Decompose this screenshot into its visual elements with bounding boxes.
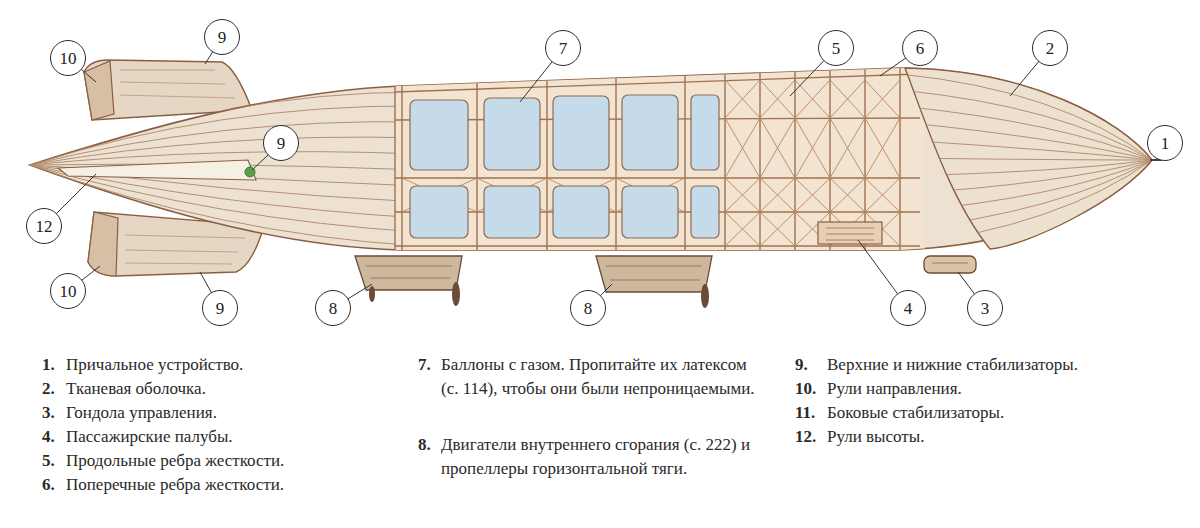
engine-gondola <box>596 256 712 308</box>
item-description: Двигатели внутреннего сгорания (с. 222) … <box>441 433 759 481</box>
gas-cells <box>410 95 719 238</box>
callout-number: 2 <box>1046 40 1055 57</box>
callout-circle: 9 <box>263 125 299 161</box>
item-number: 3. <box>42 401 55 425</box>
callout-number: 5 <box>832 40 841 57</box>
item-number: 12. <box>795 425 816 449</box>
item-number: 8. <box>418 433 431 457</box>
callout-circle: 7 <box>545 30 581 66</box>
callout-circle: 5 <box>818 30 854 66</box>
item-description: Тканевая оболочка. <box>66 377 386 401</box>
callout-number: 9 <box>277 135 286 152</box>
item-number: 10. <box>795 377 816 401</box>
callout-circle: 10 <box>50 273 86 309</box>
callout-number: 9 <box>216 300 225 317</box>
item-description: Гондола управления. <box>66 401 386 425</box>
item-description: Пассажирские палубы. <box>66 425 386 449</box>
callout-number: 3 <box>981 300 990 317</box>
callout-number: 7 <box>559 40 568 57</box>
nose-ribs <box>900 74 1152 246</box>
item-description: Причальное устройство. <box>66 353 386 377</box>
callout-number: 1 <box>1161 135 1170 152</box>
item-description: Баллоны с газом. Пропитайте их латексом … <box>441 353 759 401</box>
item-number: 5. <box>42 449 55 473</box>
callout-number: 4 <box>904 300 913 317</box>
leader-lines <box>44 37 1165 308</box>
item-description: Поперечные ребра жесткости. <box>66 473 386 497</box>
item-number: 4. <box>42 425 55 449</box>
callout-number: 8 <box>584 300 593 317</box>
elevator <box>58 160 256 180</box>
callout-circle: 2 <box>1032 30 1068 66</box>
item-description: Верхние и нижние стабилизаторы. <box>827 353 1177 377</box>
callout-circle: 6 <box>902 30 938 66</box>
cutaway-frame <box>395 60 925 260</box>
callout-circle: 1 <box>1147 125 1183 161</box>
callout-circle: 8 <box>315 290 351 326</box>
callout-number: 10 <box>60 50 77 67</box>
item-number: 2. <box>42 377 55 401</box>
item-number: 11. <box>795 401 815 425</box>
item-number: 6. <box>42 473 55 497</box>
item-number: 9. <box>795 353 808 377</box>
item-number: 7. <box>418 353 431 377</box>
item-description: Продольные ребра жесткости. <box>66 449 386 473</box>
callout-circle: 9 <box>204 19 240 55</box>
item-description: Рули высоты. <box>827 425 1177 449</box>
callout-number: 10 <box>60 283 77 300</box>
callout-number: 9 <box>218 29 227 46</box>
item-number: 1. <box>42 353 55 377</box>
callout-circle: 10 <box>50 40 86 76</box>
callout-circle: 12 <box>26 208 62 244</box>
item-description: Рули направления. <box>827 377 1177 401</box>
item-description: Боковые стабилизаторы. <box>827 401 1177 425</box>
callout-circle: 3 <box>967 290 1003 326</box>
control-gondola <box>924 256 976 273</box>
callout-number: 8 <box>329 300 338 317</box>
passenger-deck <box>818 222 882 244</box>
callout-circle: 4 <box>890 290 926 326</box>
callout-number: 12 <box>36 218 53 235</box>
callout-circle: 9 <box>202 290 238 326</box>
callout-circle: 8 <box>570 290 606 326</box>
callout-number: 6 <box>916 40 925 57</box>
hull-ribs <box>30 92 420 246</box>
engine-gondola <box>355 256 462 306</box>
